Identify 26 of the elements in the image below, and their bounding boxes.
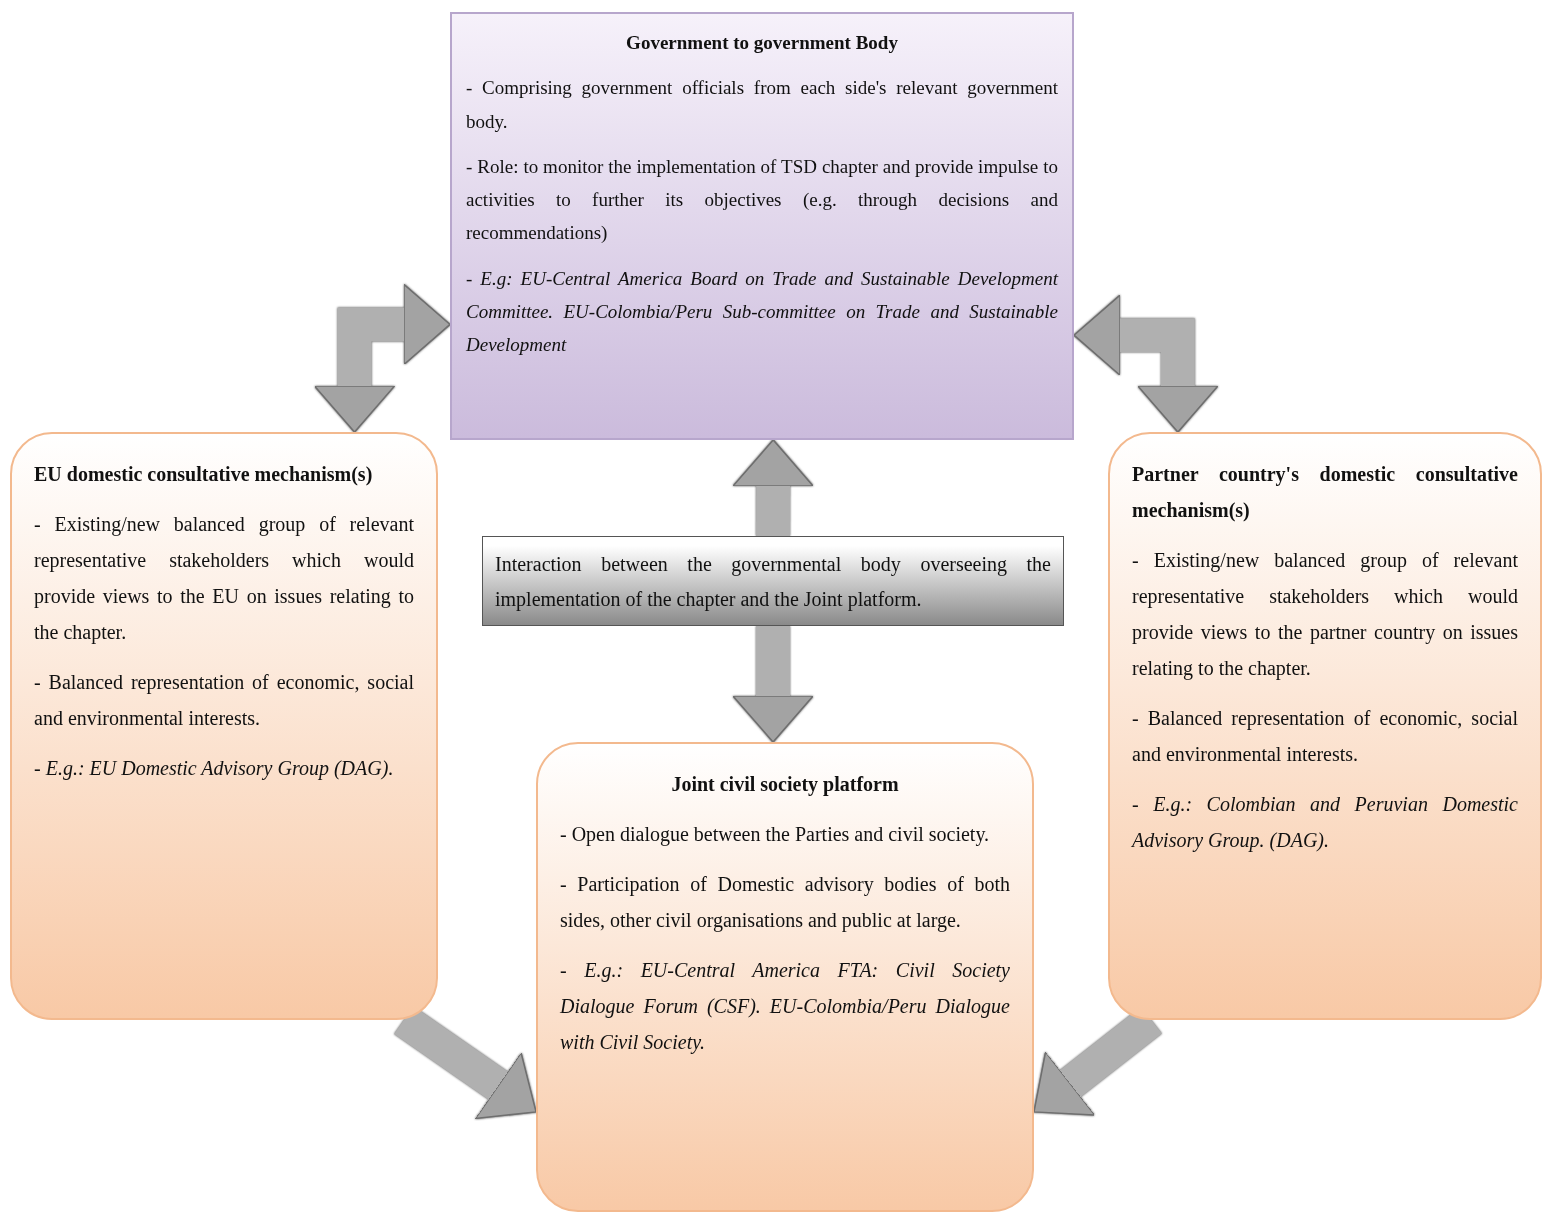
heading: Government to government Body xyxy=(625,31,899,55)
text-box xyxy=(450,12,1074,440)
paragraph: - E.g.: Colombian and Peruvian Domestic Advisory Group. (DAG). xyxy=(1132,792,1518,854)
paragraph: - Open dialogue between the Parties and civil society. xyxy=(560,822,991,848)
label-box xyxy=(482,536,1064,626)
text-box xyxy=(10,432,438,1020)
paragraph: - Balanced representation of economic, social and environmental interests. xyxy=(34,670,414,731)
paragraph: - Existing/new balanced group of relevant representative stakeholders which would provide views to the EU on issues relating to the chapter. xyxy=(34,512,414,646)
paragraph: - Participation of Domestic advisory bodies of both sides, other civil organisations and public at large. xyxy=(560,872,1010,934)
block-arrow xyxy=(732,439,814,537)
paragraph: - Balanced representation of economic, social and environmental interests. xyxy=(1132,706,1518,767)
text-box xyxy=(1108,432,1542,1020)
paragraph: - E.g: EU-Central America Board on Trade and Sustainable Development Committee. EU-Colombia/Peru Sub-committee on Trade and Sustainable Development xyxy=(466,266,1058,357)
paragraph: - E.g.: EU Domestic Advisory Group (DAG). xyxy=(34,756,395,782)
paragraph: - E.g.: EU-Central America FTA: Civil Society Dialogue Forum (CSF). EU-Colombia/Peru Dialogue with Civil Society. xyxy=(560,958,1010,1056)
text-box xyxy=(536,742,1034,1212)
paragraph: - Comprising government officials from each side's relevant government body. xyxy=(466,76,1058,134)
block-arrow xyxy=(732,626,814,743)
paragraph: - Role: to monitor the implementation of TSD chapter and provide impulse to activities to further its objectives (e.g. through decisions and recommendations) xyxy=(466,154,1058,246)
heading: Joint civil society platform xyxy=(670,772,900,798)
paragraph: - Existing/new balanced group of relevant representative stakeholders which would provide views to the partner country on issues relating to the chapter. xyxy=(1132,548,1518,682)
block-arrow xyxy=(1073,294,1219,433)
paragraph: Interaction between the governmental body overseeing the implementation of the chapter and the Joint platform. xyxy=(495,552,1051,613)
heading: Partner country's domestic consultative mechanism(s) xyxy=(1132,462,1518,524)
block-arrow xyxy=(313,283,451,433)
heading: EU domestic consultative mechanism(s) xyxy=(34,462,374,488)
